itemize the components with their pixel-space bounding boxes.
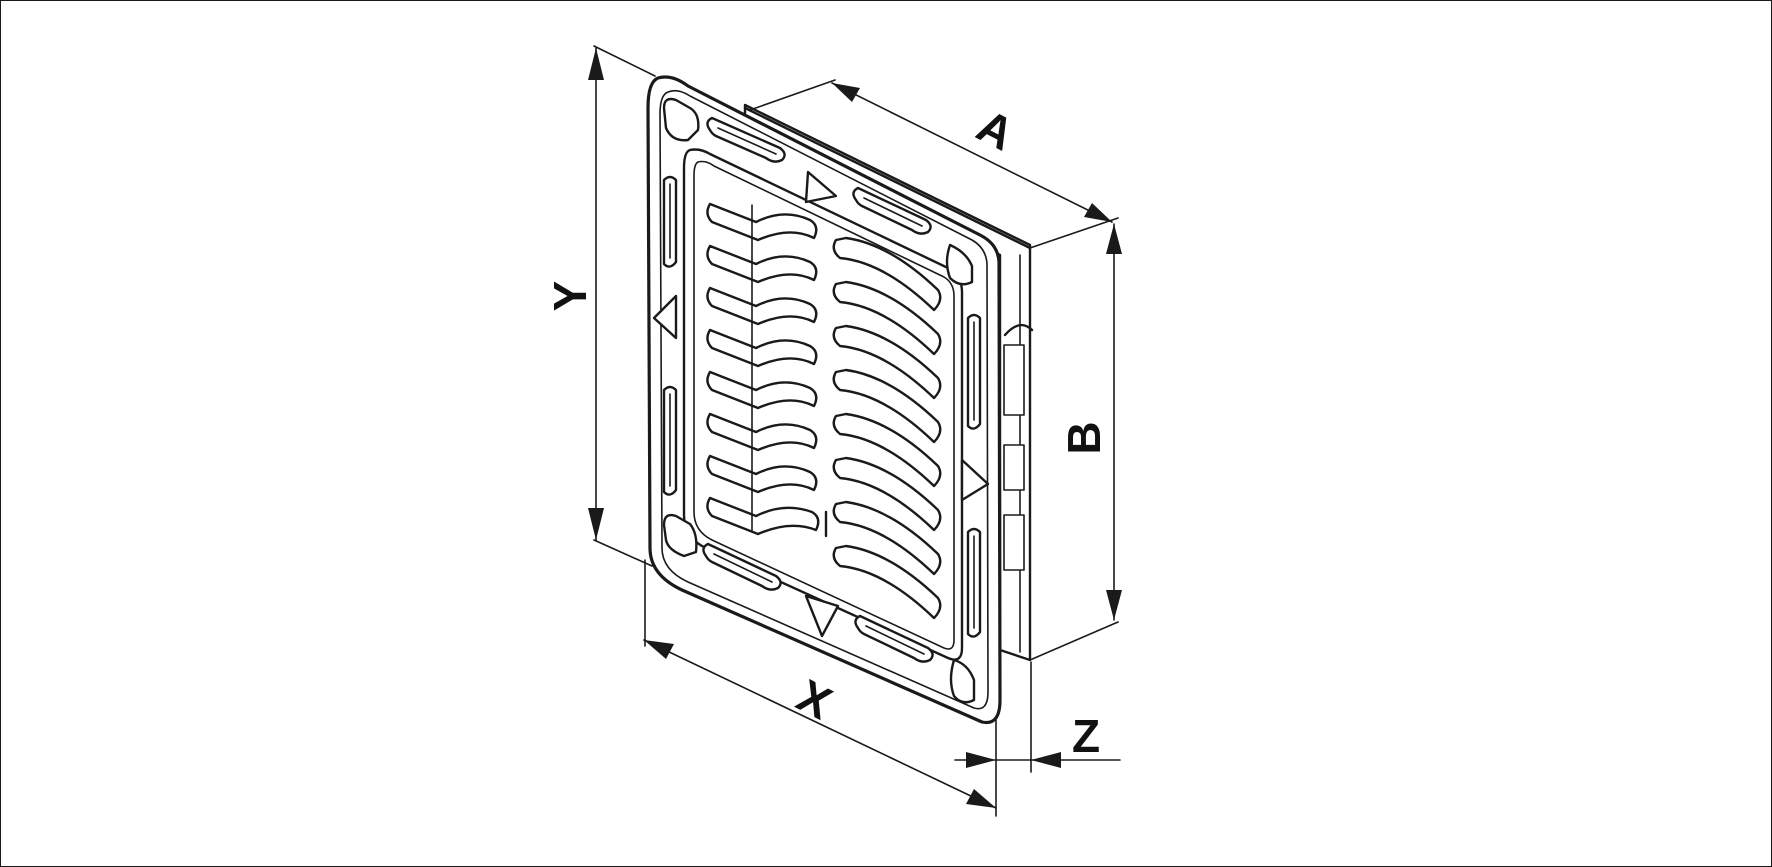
arrow-head — [644, 640, 674, 659]
dimension-y: Y — [544, 45, 656, 567]
corner-pocket — [949, 658, 976, 704]
louvres-right-column — [824, 236, 942, 620]
side-clip — [1003, 444, 1025, 491]
arrow-head — [1106, 590, 1122, 620]
arrow-head — [966, 752, 996, 768]
arrow-head — [1084, 203, 1112, 222]
left-triangle — [652, 294, 678, 340]
corner-pockets — [662, 97, 976, 704]
louvres-left-column — [706, 202, 820, 536]
dimension-y-label: Y — [544, 281, 596, 312]
dimension-a-label: A — [969, 99, 1022, 160]
frame-slots — [662, 116, 982, 663]
side-clip — [1003, 514, 1025, 571]
dimension-b-label: B — [1058, 421, 1110, 454]
arrow-head — [588, 508, 604, 540]
corner-pocket — [945, 243, 974, 286]
side-clip — [1003, 344, 1025, 416]
dimension-x-label: X — [789, 669, 840, 729]
corner-pocket — [662, 513, 698, 558]
arrow-head — [832, 83, 860, 102]
dimension-b: B — [1029, 223, 1122, 661]
dimension-z: Z — [954, 661, 1121, 773]
arrow-head — [1106, 224, 1122, 254]
corner-pocket — [662, 97, 700, 142]
right-triangle — [960, 458, 990, 502]
dimension-z-label: Z — [1072, 710, 1100, 762]
arrow-head — [588, 48, 604, 80]
triangle-markers — [652, 170, 990, 638]
arrow-head — [966, 789, 996, 808]
down-triangle — [804, 594, 840, 638]
arrow-head — [1031, 752, 1061, 768]
up-triangle — [804, 170, 838, 204]
